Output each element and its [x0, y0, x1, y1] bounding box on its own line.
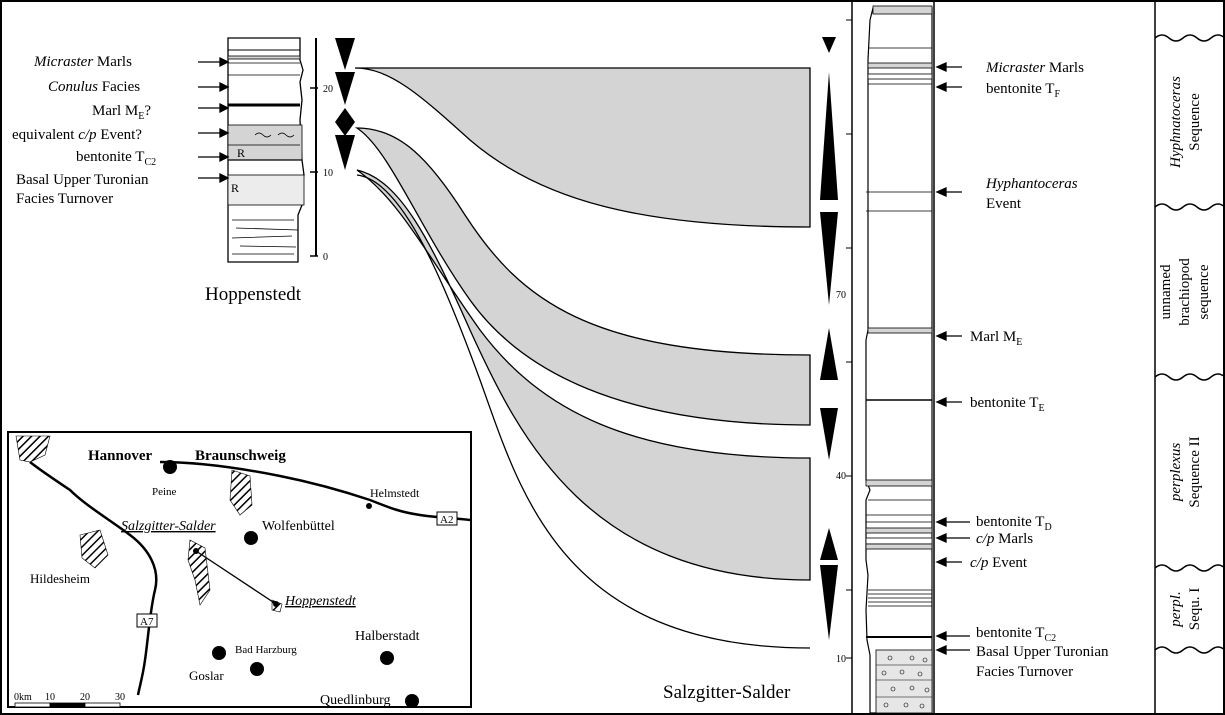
hoppenstedt-column: R R 0 10 20: [227, 37, 355, 263]
salzgitter-label-hyphantoceras: Hyphantoceras: [985, 176, 1078, 192]
salzgitter-tick-70: 70: [836, 290, 846, 301]
sequence-strip: Hyphnatoceras Sequence unnamed brachiopo…: [1154, 2, 1225, 713]
hoppenstedt-label-marl: Marl ME?: [92, 103, 151, 122]
map-label-site-hoppenstedt: Hoppenstedt: [284, 594, 357, 609]
location-map: Hannover Braunschweig Peine Helmstedt Wo…: [7, 431, 472, 708]
map-label-peine: Peine: [152, 486, 177, 498]
hoppenstedt-mark-upper: R: [237, 146, 245, 160]
hoppenstedt-tick-10: 10: [323, 168, 333, 179]
map-label-braunschweig: Braunschweig: [195, 448, 286, 464]
scale-label-20: 20: [80, 692, 90, 703]
hoppenstedt-label-conulus: Conulus Facies: [48, 79, 140, 95]
road-a2: [159, 460, 471, 522]
sequence-hyphnatoceras-label: Sequence: [1187, 93, 1203, 151]
hoppenstedt-labels: Micraster Marls Conulus Facies Marl ME? …: [12, 54, 230, 207]
map-scale-bar: 0km 10 20 30: [14, 692, 125, 708]
map-label-bad-harzburg: Bad Harzburg: [235, 644, 297, 656]
correlation-band-upper: [354, 67, 811, 228]
salzgitter-label-basal: Basal Upper Turonian: [976, 644, 1109, 660]
salzgitter-label-micraster: Micraster Marls: [985, 60, 1084, 76]
braunschweig-marker: [163, 460, 177, 474]
sequence-perpl-name: perpl.: [1168, 591, 1184, 627]
hoppenstedt-label-cp-event: equivalent c/p Event?: [12, 127, 142, 143]
correlation-bands: [354, 67, 811, 649]
hoppenstedt-label-bentonite: bentonite TC2: [76, 149, 156, 168]
map-label-site-salzgitter: Salzgitter-Salder: [121, 519, 216, 534]
hoppenstedt-tick-20: 20: [323, 84, 333, 95]
map-label-goslar: Goslar: [189, 668, 224, 683]
map-label-quedlinburg: Quedlinburg: [320, 693, 391, 708]
road-a7: [29, 461, 158, 696]
section-line: [195, 550, 277, 605]
salzgitter-column: 70 40 10: [820, 2, 935, 714]
salzgitter-title: Salzgitter-Salder: [663, 682, 791, 703]
map-label-hannover: Hannover: [88, 448, 153, 464]
road-label-a2: A2: [440, 514, 453, 526]
salzgitter-label-bentonite-td: bentonite TD: [976, 514, 1052, 533]
halberstadt-marker: [380, 651, 394, 665]
sequence-perplexus-name: perplexus: [1168, 443, 1184, 502]
salzgitter-label-facies: Facies Turnover: [976, 664, 1073, 680]
scale-label-0: 0km: [14, 692, 32, 703]
map-label-halberstadt: Halberstadt: [355, 629, 420, 644]
goslar-marker: [212, 646, 226, 660]
site-hoppenstedt-marker: [273, 601, 279, 607]
road-sign-a7: [136, 613, 158, 628]
map-label-helmstedt: Helmstedt: [370, 486, 420, 500]
sequence-unnamed-line3: sequence: [1196, 264, 1212, 319]
road-sign-a2: [436, 511, 458, 526]
wolfenbuettel-marker: [244, 531, 258, 545]
road-label-a7: A7: [140, 616, 154, 628]
scale-label-10: 10: [45, 692, 55, 703]
correlation-band-middle: [354, 127, 811, 426]
hoppenstedt-label-basal: Basal Upper Turonian: [16, 172, 149, 188]
salzgitter-label-marl: Marl ME: [970, 329, 1022, 348]
map-outcrop: [229, 469, 253, 516]
scale-label-30: 30: [115, 692, 125, 703]
site-salzgitter-salder-marker: [193, 548, 199, 554]
salzgitter-label-cp-marls: c/p Marls: [976, 531, 1033, 547]
salzgitter-tick-40: 40: [836, 471, 846, 482]
hoppenstedt-label-facies: Facies Turnover: [16, 191, 113, 207]
map-outcrop: [15, 435, 51, 463]
helmstedt-marker: [366, 503, 372, 509]
map-outcrop: [79, 529, 109, 569]
salzgitter-label-cp-event: c/p Event: [970, 555, 1028, 571]
salzgitter-label-bentonite-tc2: bentonite TC2: [976, 625, 1056, 644]
map-label-hildesheim: Hildesheim: [30, 571, 90, 586]
hoppenstedt-tick-0: 0: [323, 252, 328, 263]
hoppenstedt-mark-lower: R: [231, 181, 239, 195]
map-label-wolfenbuettel: Wolfenbüttel: [262, 519, 335, 534]
hoppenstedt-title: Hoppenstedt: [205, 284, 302, 305]
hoppenstedt-label-micraster: Micraster Marls: [33, 54, 132, 70]
correlation-band-lower: [356, 169, 811, 581]
sequence-unnamed-line2: brachiopod: [1177, 258, 1193, 326]
salzgitter-label-bentonite-te: bentonite TE: [970, 395, 1045, 414]
sequence-perplexus-label: Sequence II: [1187, 436, 1203, 507]
sequence-unnamed-line1: unnamed: [1158, 264, 1174, 319]
salzgitter-label-event: Event: [986, 196, 1022, 212]
salzgitter-label-bentonite-tf: bentonite TF: [986, 81, 1060, 100]
quedlinburg-marker: [405, 694, 419, 708]
correlation-line-base: [356, 174, 811, 649]
sequence-hyphnatoceras-name: Hyphnatoceras: [1168, 76, 1184, 169]
sequence-perpl-label: Sequ. I: [1187, 588, 1203, 631]
salzgitter-tick-10: 10: [836, 654, 846, 665]
salzgitter-labels: Micraster Marls bentonite TF Hyphantocer…: [935, 60, 1109, 680]
bad-harzburg-marker: [250, 662, 264, 676]
